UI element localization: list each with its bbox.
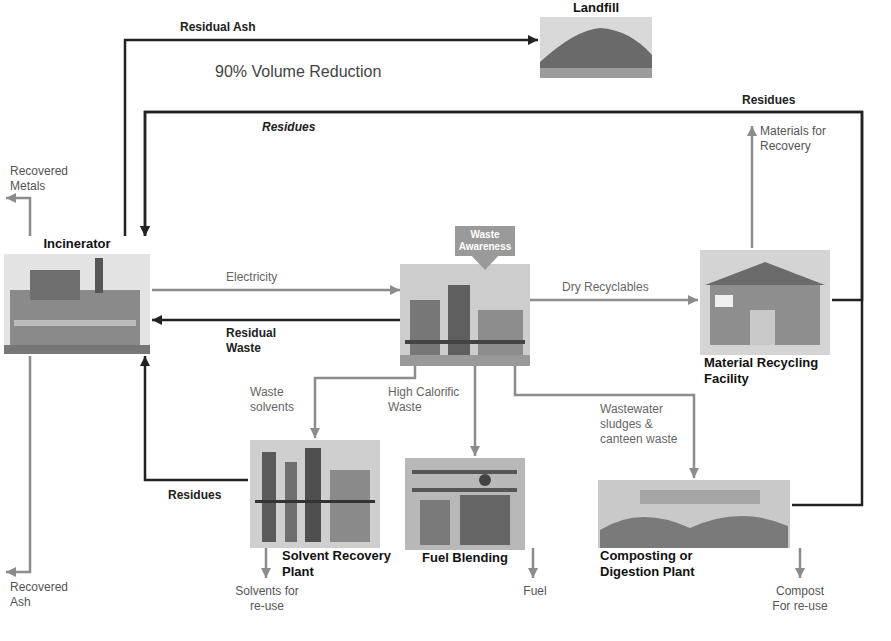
flow-label: Waste solvents [250, 385, 310, 415]
building [478, 310, 523, 355]
incinerator-picture [4, 254, 150, 354]
pipe [412, 470, 517, 474]
composting-plant: Composting or Digestion Plant [596, 478, 792, 580]
photo-ground [700, 250, 830, 355]
basin [640, 490, 760, 504]
annotation: Recovered Ash [10, 580, 82, 610]
flow-label: High Calorific Waste [388, 385, 470, 415]
flow-arrow [145, 112, 862, 300]
flow-label: Residues [168, 488, 238, 503]
flow-label: Residues [742, 93, 822, 108]
pipe [412, 488, 517, 492]
solvent-plant: Solvent Recovery Plant [248, 438, 398, 580]
annotation: Compost For re-use [768, 584, 832, 614]
flow-label: Dry Recyclables [562, 280, 672, 295]
output-arrow [532, 548, 535, 578]
pipe [405, 340, 525, 344]
photo-ground [405, 458, 525, 550]
flow-arrow [474, 366, 477, 456]
windows [14, 320, 136, 326]
flow-label: Wastewater sludges & canteen waste [600, 402, 688, 447]
annotation: Solvents for re-use [235, 584, 299, 614]
roof [705, 262, 825, 285]
annotation: Recovered Metals [10, 164, 82, 194]
incinerator-plant: Incinerator [2, 236, 152, 356]
windrow [600, 516, 788, 548]
awareness-arrow: Waste Awareness [455, 226, 515, 256]
node-label: Composting or Digestion Plant [596, 548, 792, 580]
node-label: Waste Awareness [457, 229, 513, 253]
photo-ground [598, 480, 790, 548]
output-arrow [6, 198, 30, 236]
landfill-site: Landfill [538, 0, 654, 78]
flow-label: Residual Waste [226, 326, 296, 356]
flow-label: Residues [262, 120, 342, 135]
node-label: Fuel Blending [403, 550, 527, 566]
output-arrow [751, 126, 754, 248]
photo-ground [400, 264, 530, 366]
column [305, 448, 321, 542]
output-arrow [265, 548, 268, 578]
landfill-picture [540, 17, 652, 78]
composting-picture [598, 480, 790, 548]
node-label: Incinerator [2, 236, 152, 252]
ground [4, 345, 150, 354]
output-arrow [799, 548, 802, 578]
annotation: Materials for Recovery [760, 124, 842, 154]
water [540, 68, 652, 78]
tank [460, 495, 510, 545]
output-arrow [6, 356, 30, 572]
flow-label: Residual Ash [180, 20, 290, 35]
fuel-picture [405, 458, 525, 550]
hill [540, 28, 652, 78]
ground [400, 355, 530, 366]
tower [448, 285, 470, 355]
recycling-picture [700, 250, 830, 355]
column [262, 452, 276, 542]
sign [715, 295, 733, 307]
door [750, 310, 775, 345]
solvent-picture [250, 440, 380, 548]
node-label: Solvent Recovery Plant [248, 548, 398, 580]
sky [540, 17, 652, 78]
photo-ground [4, 254, 150, 354]
flow-arrow [125, 40, 538, 236]
building [330, 470, 370, 542]
node-label: Material Recycling Facility [698, 355, 832, 387]
plant-picture [400, 264, 530, 366]
fuel-plant: Fuel Blending [403, 456, 527, 566]
recycling-facility: Material Recycling Facility [698, 248, 832, 387]
valve [479, 474, 491, 486]
flow-arrow [145, 356, 248, 480]
building [30, 270, 80, 300]
tank [410, 300, 440, 355]
flow-arrow [145, 112, 862, 505]
flow-label: Electricity [226, 270, 316, 285]
photo-ground [250, 440, 380, 548]
node-label: Landfill [538, 0, 654, 16]
pipe [255, 500, 375, 503]
annotation: 90% Volume Reduction [215, 62, 435, 81]
flow-arrow [152, 319, 400, 322]
annotation: Fuel [518, 584, 552, 599]
central-plant [400, 264, 530, 366]
chimney [95, 258, 103, 293]
flow-arrow [152, 289, 400, 292]
flow-arrow [530, 299, 698, 302]
tank [420, 500, 450, 545]
building [710, 285, 820, 345]
flow-arrow [515, 366, 694, 478]
